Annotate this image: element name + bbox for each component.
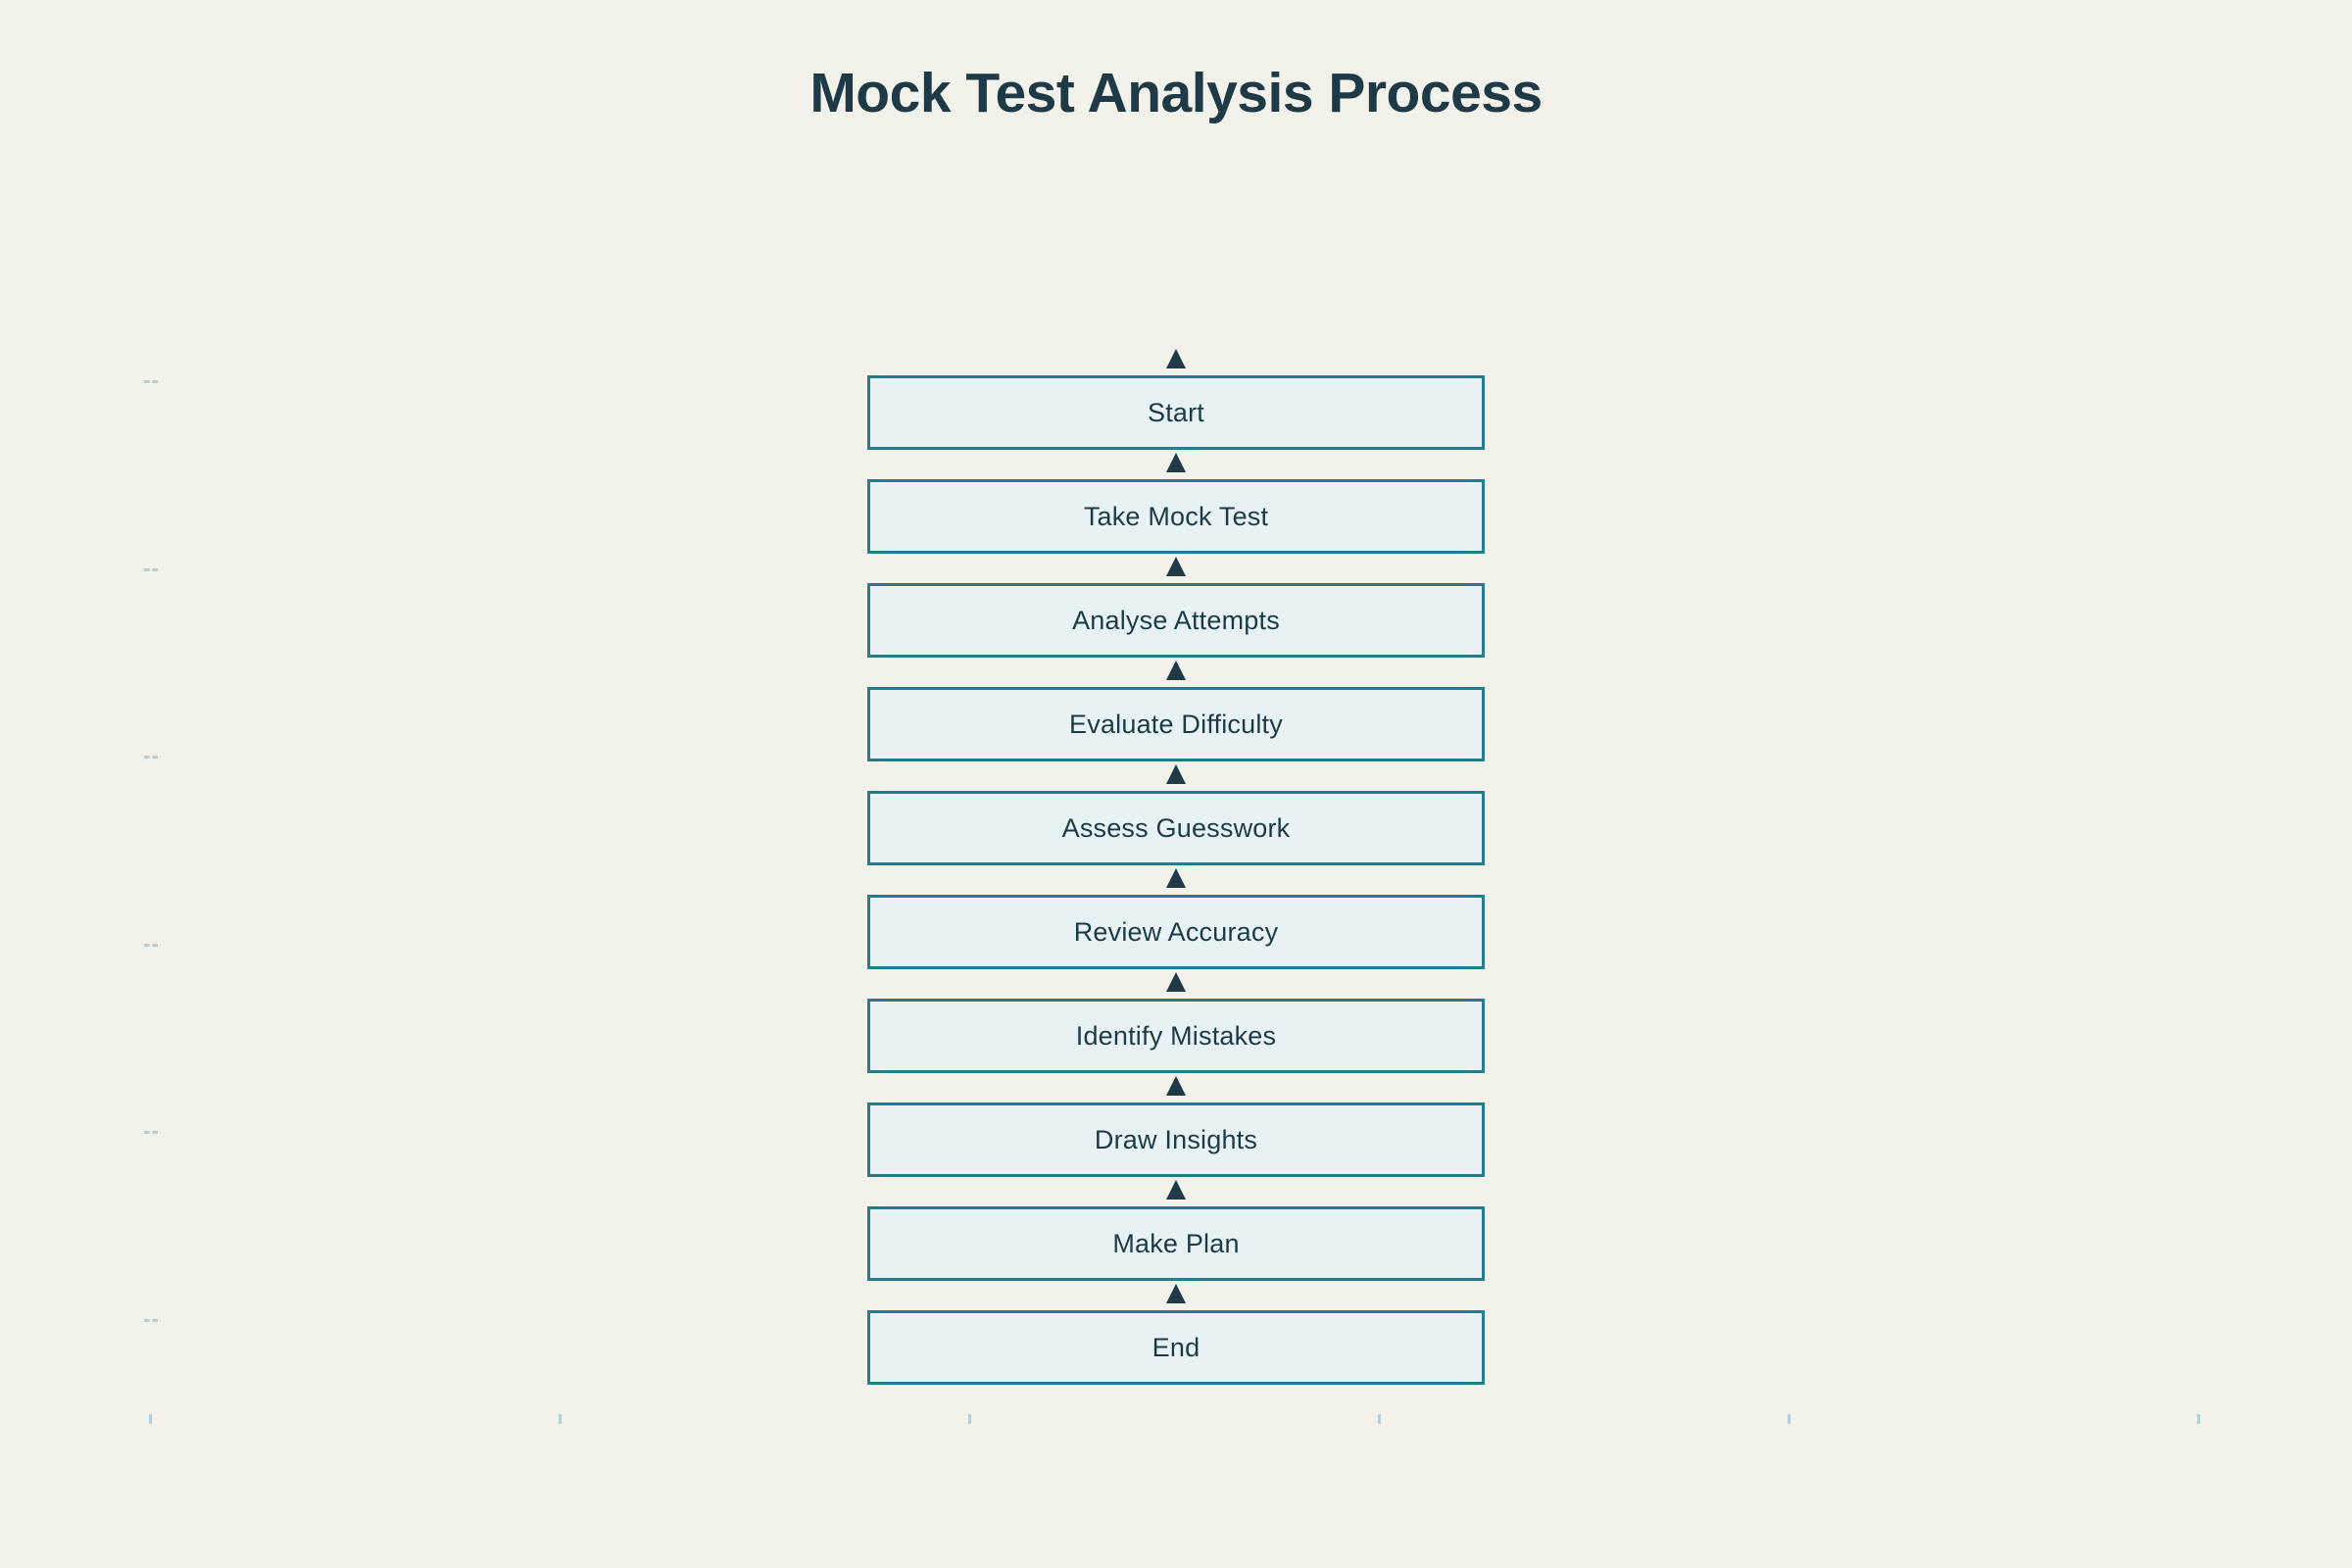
flow-step: Assess Guesswork <box>867 761 1485 865</box>
arrow-up-icon <box>1166 453 1186 472</box>
arrow-up-icon <box>1166 661 1186 680</box>
x-axis-tick <box>968 1414 971 1424</box>
arrow-gap <box>1166 346 1186 375</box>
arrow-up-icon <box>1166 557 1186 576</box>
process-box-label: Assess Guesswork <box>1061 812 1291 843</box>
process-box: End <box>867 1310 1485 1385</box>
flow-step: Take Mock Test <box>867 450 1485 554</box>
y-axis-tick <box>144 756 158 759</box>
arrow-gap <box>1166 969 1186 999</box>
flow-step: Make Plan <box>867 1177 1485 1281</box>
y-axis-tick <box>144 1319 158 1322</box>
process-box-label: Review Accuracy <box>1073 916 1279 947</box>
flow-step: Draw Insights <box>867 1073 1485 1177</box>
process-box: Take Mock Test <box>867 479 1485 554</box>
arrow-gap <box>1166 1177 1186 1206</box>
process-box-label: Make Plan <box>1112 1228 1240 1258</box>
arrow-gap <box>1166 761 1186 791</box>
arrow-up-icon <box>1166 764 1186 784</box>
flow-step: Start <box>867 346 1485 450</box>
flowchart: Start Take Mock Test Analyse Attempts <box>867 346 1485 1385</box>
arrow-up-icon <box>1166 972 1186 992</box>
process-box: Analyse Attempts <box>867 583 1485 658</box>
arrow-up-icon <box>1166 1284 1186 1303</box>
x-axis-tick <box>1788 1414 1790 1424</box>
x-axis-tick <box>2197 1414 2200 1424</box>
arrow-up-icon <box>1166 1076 1186 1096</box>
process-box: Review Accuracy <box>867 895 1485 969</box>
arrow-gap <box>1166 658 1186 687</box>
arrow-gap <box>1166 1281 1186 1310</box>
arrow-gap <box>1166 1073 1186 1102</box>
arrow-up-icon <box>1166 349 1186 368</box>
process-box-label: Take Mock Test <box>1083 501 1269 531</box>
process-box: Start <box>867 375 1485 450</box>
arrow-gap <box>1166 554 1186 583</box>
diagram-title: Mock Test Analysis Process <box>809 62 1543 124</box>
flow-step: Review Accuracy <box>867 865 1485 969</box>
process-box-label: Start <box>1147 397 1205 427</box>
y-axis-tick <box>144 568 158 571</box>
arrow-up-icon <box>1166 1180 1186 1200</box>
process-box-label: Identify Mistakes <box>1075 1020 1277 1051</box>
arrow-up-icon <box>1166 868 1186 888</box>
process-box-label: Analyse Attempts <box>1072 605 1280 635</box>
arrow-gap <box>1166 865 1186 895</box>
process-box: Make Plan <box>867 1206 1485 1281</box>
flow-step: Identify Mistakes <box>867 969 1485 1073</box>
process-box-label: Draw Insights <box>1094 1124 1258 1154</box>
x-axis-tick <box>1378 1414 1381 1424</box>
flow-step: End <box>867 1281 1485 1385</box>
process-box-label: End <box>1152 1332 1200 1362</box>
y-axis-tick <box>144 1131 158 1134</box>
process-box: Identify Mistakes <box>867 999 1485 1073</box>
y-axis-tick <box>144 944 158 947</box>
x-axis-tick <box>149 1414 152 1424</box>
flow-step: Evaluate Difficulty <box>867 658 1485 761</box>
process-box-label: Evaluate Difficulty <box>1069 709 1283 739</box>
process-box: Assess Guesswork <box>867 791 1485 865</box>
x-axis-tick <box>559 1414 562 1424</box>
process-box: Draw Insights <box>867 1102 1485 1177</box>
flow-step: Analyse Attempts <box>867 554 1485 658</box>
y-axis-tick <box>144 380 158 383</box>
arrow-gap <box>1166 450 1186 479</box>
process-box: Evaluate Difficulty <box>867 687 1485 761</box>
